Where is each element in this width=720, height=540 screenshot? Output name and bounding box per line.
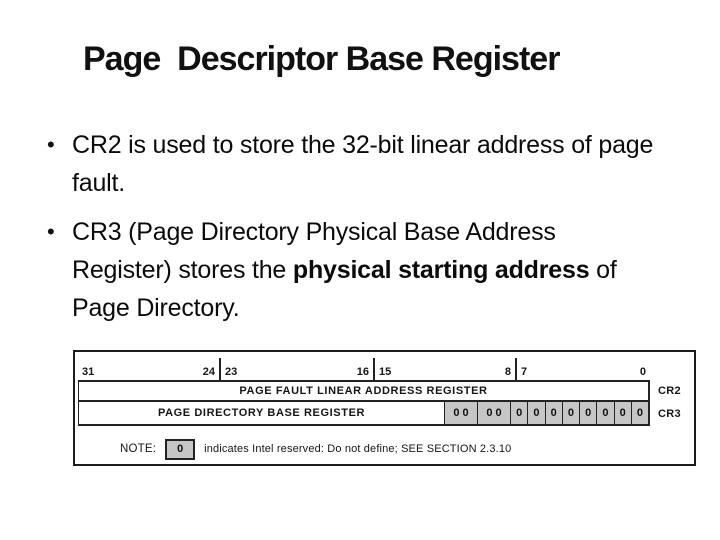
register-diagram-canvas: 31 24 23 16 15 8 7 0 PAGE FAULT LINEAR A…	[75, 352, 694, 464]
reserved-bit-cell: 0	[630, 402, 648, 424]
bullet-marker: •	[47, 219, 55, 244]
cr2-register-row: PAGE FAULT LINEAR ADDRESS REGISTER	[78, 380, 650, 402]
bullet-text-cr3-after: of Page Directory.	[72, 256, 617, 322]
bit-segment-23-16: 23 16	[221, 358, 375, 380]
reserved-bit-cell: 0	[527, 402, 545, 424]
bit-label-31: 31	[82, 366, 95, 378]
bullet-marker: •	[47, 132, 55, 157]
reserved-bit-cell: 0	[510, 402, 528, 424]
reserved-bit-cell: 0 0	[444, 402, 477, 424]
bit-segment-7-0: 7 0	[517, 358, 650, 380]
cr2-register-name: PAGE FAULT LINEAR ADDRESS REGISTER	[239, 385, 488, 397]
bullet-text-cr2: CR2 is used to store the 32-bit linear a…	[72, 126, 660, 202]
bit-label-7: 7	[521, 366, 528, 378]
bit-label-23: 23	[225, 366, 238, 378]
reserved-bit-cell: 0	[579, 402, 597, 424]
note-text: indicates Intel reserved: Do not define;…	[204, 443, 512, 455]
bullet-list: • CR2 is used to store the 32-bit linear…	[45, 126, 660, 338]
bit-label-0: 0	[639, 366, 646, 378]
note-row: NOTE: 0 indicates Intel reserved: Do not…	[120, 438, 511, 460]
bit-scale-row: 31 24 23 16 15 8 7 0	[78, 358, 650, 380]
cr3-register-name: PAGE DIRECTORY BASE REGISTER	[157, 407, 366, 419]
bullet-item-cr2: • CR2 is used to store the 32-bit linear…	[45, 126, 660, 202]
bit-segment-31-24: 31 24	[78, 358, 221, 380]
bit-label-24: 24	[202, 366, 215, 378]
register-diagram: 31 24 23 16 15 8 7 0 PAGE FAULT LINEAR A…	[73, 350, 696, 466]
reserved-bit-cell: 0	[544, 402, 562, 424]
cr3-label: CR3	[658, 408, 681, 420]
bit-label-16: 16	[356, 366, 369, 378]
note-label: NOTE:	[120, 443, 157, 455]
reserved-bit-cell: 0	[596, 402, 614, 424]
bullet-text-cr3-bold: physical starting address	[292, 256, 590, 284]
reserved-bit-cell: 0 0	[477, 402, 510, 424]
cr2-label: CR2	[658, 385, 681, 397]
bit-segment-15-8: 15 8	[375, 358, 517, 380]
reserved-legend-box: 0	[165, 438, 196, 460]
reserved-bit-cell: 0	[613, 402, 631, 424]
cr3-register-row: PAGE DIRECTORY BASE REGISTER 0 0 0 0 0 0…	[78, 402, 650, 426]
bullet-text-cr2-body: CR2 is used to store the 32-bit linear a…	[72, 131, 654, 197]
bullet-text-cr3: CR3 (Page Directory Physical Base Addres…	[72, 213, 660, 327]
bullet-text-cr3-before: CR3 (Page Directory Physical Base Addres…	[72, 218, 556, 284]
bullet-item-cr3: • CR3 (Page Directory Physical Base Addr…	[45, 213, 660, 327]
reserved-bit-cell: 0	[561, 402, 579, 424]
bit-label-8: 8	[504, 366, 511, 378]
slide-title: Page Descriptor Base Register	[83, 40, 560, 78]
bit-label-15: 15	[379, 366, 392, 378]
